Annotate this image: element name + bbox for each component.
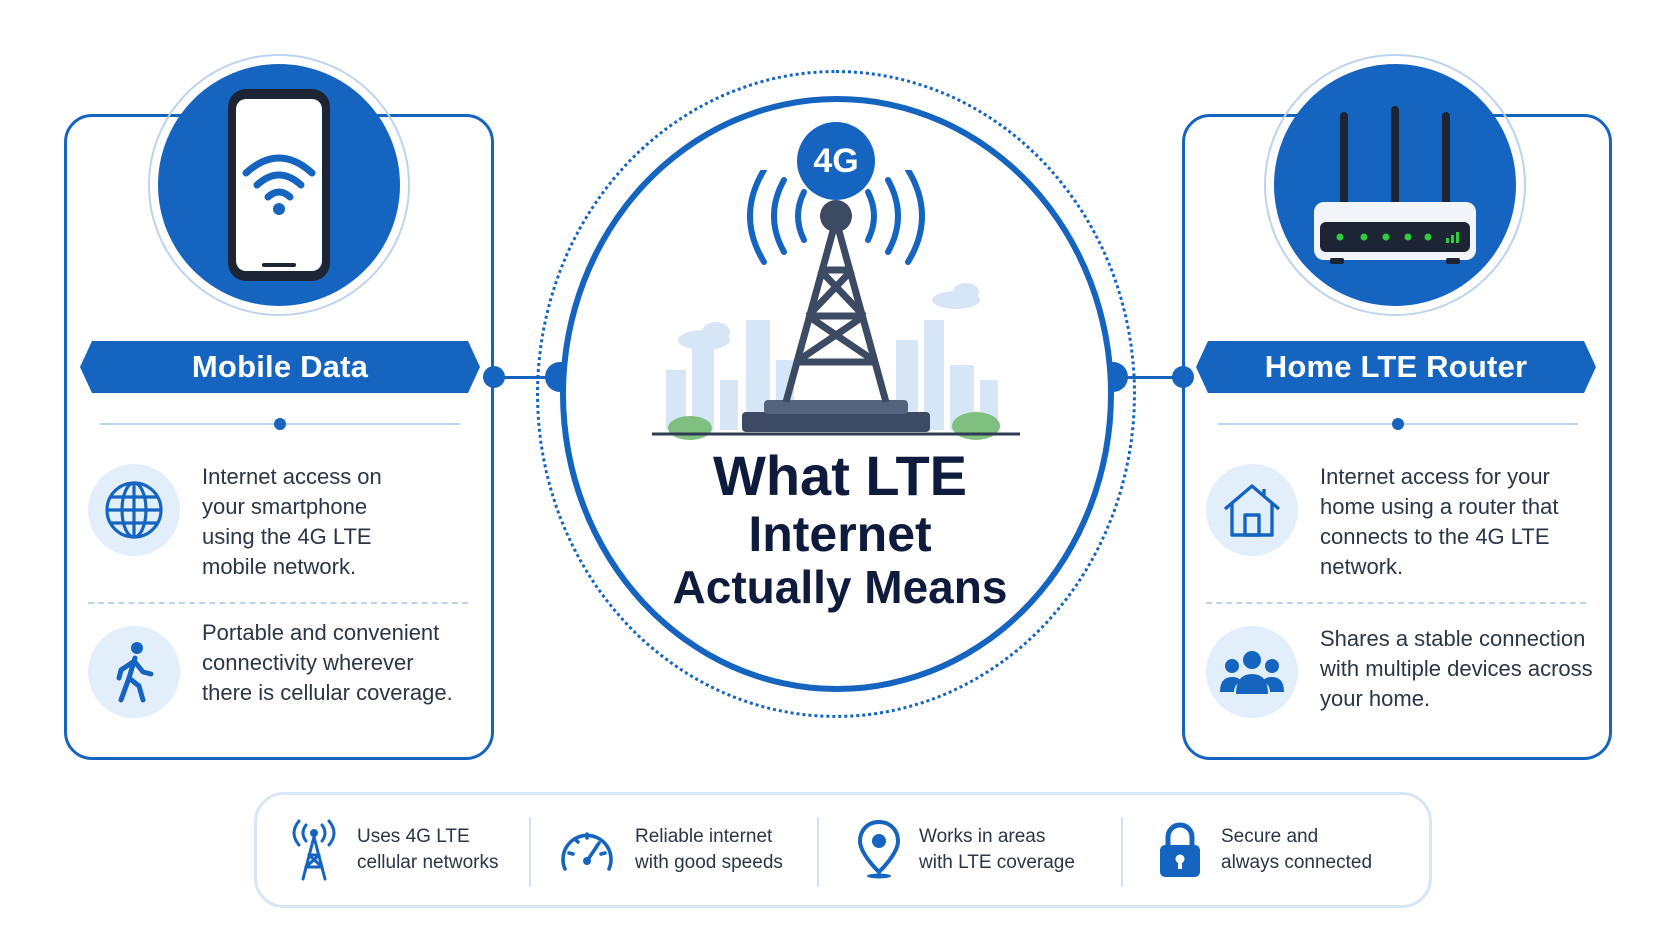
people-group-icon <box>1220 651 1284 694</box>
right-connector-line <box>1112 376 1188 379</box>
feature-speed: Reliable internet with good speeds <box>557 795 783 905</box>
main-title-line-3: Actually Means <box>672 561 1008 613</box>
house-bubble <box>1206 464 1298 556</box>
left-dashed-separator <box>88 602 468 604</box>
feature-secure-line2: always connected <box>1221 852 1373 873</box>
phone-circle <box>158 64 400 306</box>
feature-cellular: Uses 4G LTE cellular networks <box>289 795 499 905</box>
left-connector-line <box>490 376 560 379</box>
feature-secure: Secure and always connected <box>1157 795 1372 905</box>
feature-coverage-line2: with LTE coverage <box>919 852 1075 873</box>
main-title-line-1: What LTE <box>712 444 968 507</box>
walking-bubble <box>88 626 180 718</box>
feature-cellular-line1: Uses 4G LTE <box>357 826 470 847</box>
speedometer-icon <box>561 832 613 871</box>
feature-cellular-line2: cellular networks <box>357 852 499 873</box>
feature-coverage: Works in areas with LTE coverage <box>857 795 1075 905</box>
feature-separator <box>1121 817 1123 887</box>
walking-person-icon <box>116 642 154 703</box>
feature-cellular-text: Uses 4G LTE cellular networks <box>357 824 499 876</box>
feature-speed-line2: with good speeds <box>635 852 783 873</box>
home-router-heading: Home LTE Router <box>1196 341 1596 393</box>
feature-coverage-text: Works in areas with LTE coverage <box>919 824 1075 876</box>
right-divider-dot <box>1392 418 1404 430</box>
house-icon <box>1223 484 1281 537</box>
feature-secure-text: Secure and always connected <box>1221 824 1372 876</box>
right-connector-node-outer <box>1172 366 1194 388</box>
mobile-data-description-2: Portable and convenient connectivity whe… <box>202 620 453 705</box>
left-divider-dot <box>274 418 286 430</box>
feature-speed-text: Reliable internet with good speeds <box>635 824 783 876</box>
home-router-description-2: Shares a stable connection with multiple… <box>1320 626 1593 711</box>
globe-icon <box>105 481 163 539</box>
left-connector-node-outer <box>483 366 505 388</box>
feature-separator <box>817 817 819 887</box>
cloud-icon <box>678 283 980 350</box>
router-circle <box>1274 64 1516 306</box>
feature-separator <box>529 817 531 887</box>
badge-4g: 4G <box>797 122 875 200</box>
mobile-data-description-1: Internet access on your smartphone using… <box>202 464 382 579</box>
people-bubble <box>1206 626 1298 718</box>
right-dashed-separator <box>1206 602 1586 604</box>
smartphone-icon <box>228 89 330 281</box>
router-icon <box>1314 106 1476 264</box>
cell-tower-illustration <box>652 170 1020 440</box>
feature-coverage-line1: Works in areas <box>919 826 1046 847</box>
center-dotted-ring <box>536 70 1136 718</box>
home-router-description-1: Internet access for your home using a ro… <box>1320 464 1559 579</box>
location-pin-icon <box>857 820 901 879</box>
mobile-data-heading: Mobile Data <box>80 341 480 393</box>
feature-speed-line1: Reliable internet <box>635 826 773 847</box>
cell-tower-icon <box>292 819 336 881</box>
router-circle-ring <box>1264 54 1526 316</box>
feature-bar: Uses 4G LTE cellular networks Reliable i… <box>254 792 1432 908</box>
globe-bubble <box>88 464 180 556</box>
main-title-line-2: Internet <box>748 506 932 562</box>
feature-secure-line1: Secure and <box>1221 826 1319 847</box>
padlock-icon <box>1160 822 1200 877</box>
phone-circle-ring <box>148 54 410 316</box>
